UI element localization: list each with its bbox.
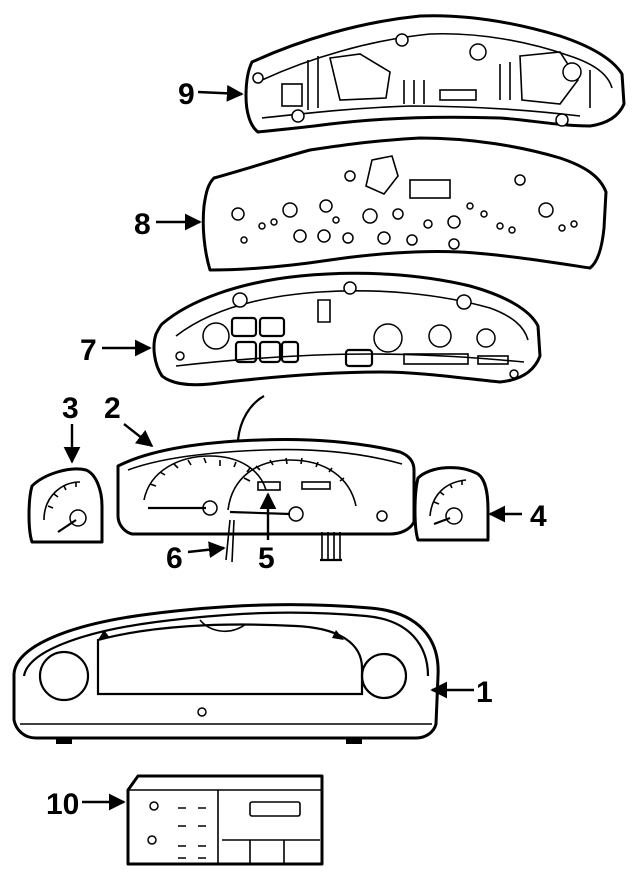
callout-labels: 9 8 7 3 2 4 5 6 1 10 [46, 78, 547, 821]
callout-6: 6 [166, 542, 183, 575]
part-3-left-gauge [27, 467, 104, 544]
leader-6 [187, 541, 226, 559]
callout-4: 4 [530, 500, 547, 533]
callout-1: 1 [476, 676, 493, 709]
callout-9: 9 [178, 78, 195, 111]
part-1-bezel [12, 603, 440, 744]
part-10-control-module [126, 774, 324, 866]
part-9-rear-housing [244, 14, 626, 134]
callout-8: 8 [134, 208, 151, 241]
part-4-right-gauge [413, 466, 490, 542]
callout-7: 7 [80, 334, 97, 367]
leader-2 [123, 423, 154, 448]
part-8-circuit-board [201, 136, 608, 272]
callout-3: 3 [62, 392, 79, 425]
leader-lines [63, 84, 522, 811]
leader-9 [197, 84, 244, 102]
callout-5: 5 [258, 542, 275, 575]
callout-10: 10 [46, 788, 79, 821]
part-2-gauge-cluster [116, 395, 416, 563]
callout-2: 2 [104, 392, 121, 425]
board-components [231, 170, 578, 250]
part-7-carrier [152, 271, 542, 387]
